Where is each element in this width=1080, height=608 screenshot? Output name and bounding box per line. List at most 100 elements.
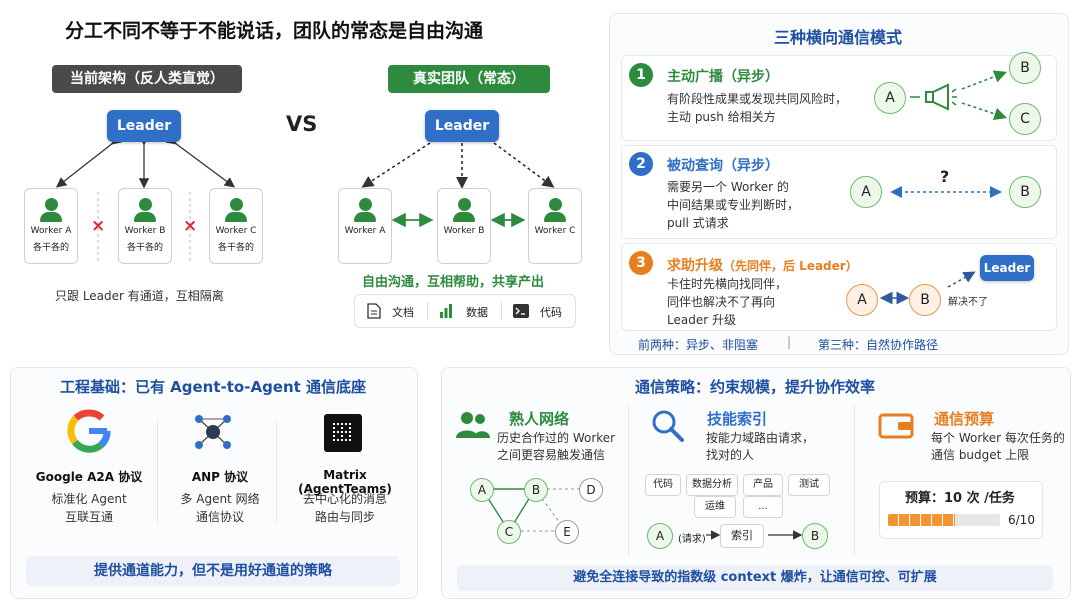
worker-name: Worker C bbox=[534, 226, 576, 236]
current-architecture-label: 当前架构（反人类直觉） bbox=[52, 65, 242, 93]
foundation-band: 提供通道能力，但不是用好通道的策略 bbox=[26, 556, 400, 586]
skill-tag-product: 产品 bbox=[743, 474, 783, 496]
route-index-box: 索引 bbox=[720, 524, 764, 548]
modes-footer-left: 前两种：异步、非阻塞 bbox=[638, 338, 759, 352]
mode-number-3: 3 bbox=[629, 251, 653, 275]
budget-label: 预算：10 次 /任务 bbox=[905, 491, 1015, 506]
worker-name: Worker A bbox=[30, 226, 72, 236]
node-b: B bbox=[909, 284, 941, 316]
artifact-doc: 文档 bbox=[392, 306, 414, 319]
query-connector bbox=[890, 186, 1002, 198]
real-team-label: 真实团队（常态） bbox=[388, 65, 550, 93]
mode-title-2: 被动查询（异步） bbox=[667, 158, 779, 174]
protocol-desc-a2a-1: 标准化 Agent bbox=[51, 492, 127, 506]
graph-node-c: C bbox=[497, 520, 521, 544]
person-icon bbox=[358, 198, 372, 211]
protocol-name-anp: ANP 协议 bbox=[191, 470, 249, 484]
person-icon bbox=[457, 198, 471, 211]
node-c: C bbox=[1009, 103, 1041, 135]
worker-status: 各干各的 bbox=[217, 243, 254, 253]
mode-card-broadcast bbox=[621, 55, 1057, 141]
protocol-desc-anp-2: 通信协议 bbox=[195, 510, 244, 524]
skill-tag-test: 测试 bbox=[788, 474, 830, 496]
skill-tag-code: 代码 bbox=[645, 474, 681, 496]
strategy-desc-budget-2: 通信 budget 上限 bbox=[931, 448, 1030, 462]
mode-desc-3-line1: 卡住时先横向找同伴， bbox=[667, 277, 788, 291]
foundation-title: 工程基础：已有 Agent-to-Agent 通信底座 bbox=[59, 378, 367, 396]
worker-name: Worker B bbox=[443, 226, 485, 236]
mode-desc-2-line2: 中间结果或专业判断时， bbox=[667, 198, 800, 212]
worker-status: 各干各的 bbox=[126, 243, 163, 253]
artifact-code: 代码 bbox=[540, 306, 562, 319]
worker-a-real: Worker A bbox=[338, 188, 392, 264]
worker-name: Worker A bbox=[344, 226, 386, 236]
worker-a-current: Worker A 各干各的 bbox=[24, 188, 78, 264]
node-b: B bbox=[1009, 176, 1041, 208]
node-a: A bbox=[850, 176, 882, 208]
mode-desc-3-line3: Leader 升级 bbox=[667, 313, 736, 327]
route-node-a: A bbox=[647, 523, 673, 549]
modes-title: 三种横向通信模式 bbox=[773, 28, 902, 47]
escalate-leader: Leader bbox=[980, 255, 1034, 281]
worker-name: Worker B bbox=[124, 226, 166, 236]
worker-c-current: Worker C 各干各的 bbox=[209, 188, 263, 264]
mode-desc-1-line2: 主动 push 给相关方 bbox=[667, 110, 776, 124]
document-icon bbox=[367, 303, 381, 319]
worker-c-real: Worker C bbox=[528, 188, 582, 264]
protocol-desc-a2a-2: 互联互通 bbox=[64, 510, 113, 524]
skill-tag-ops: 运维 bbox=[694, 496, 736, 518]
node-a: A bbox=[874, 82, 906, 114]
mode-desc-2-line3: pull 式请求 bbox=[667, 216, 729, 230]
protocol-desc-anp-1: 多 Agent 网络 bbox=[180, 492, 260, 506]
graph-node-a: A bbox=[470, 478, 494, 502]
protocol-desc-matrix-2: 路由与同步 bbox=[314, 510, 375, 524]
worker-b-real: Worker B bbox=[437, 188, 491, 264]
current-caption: 只跟 Leader 有通道，互相隔离 bbox=[55, 289, 224, 303]
mode-desc-3-line2: 同伴也解决不了再向 bbox=[667, 295, 776, 309]
mode-title-3-extra: （先同伴，后 Leader） bbox=[723, 259, 858, 273]
isolation-cross-icon: × bbox=[183, 216, 198, 236]
strategy-desc-skill-2: 找对的人 bbox=[706, 448, 755, 462]
skill-tag-data-analysis: 数据分析 bbox=[686, 474, 738, 496]
graph-node-b: B bbox=[524, 478, 548, 502]
graph-node-d: D bbox=[579, 478, 603, 502]
budget-progress-track bbox=[888, 514, 1000, 526]
strategy-title-budget: 通信预算 bbox=[934, 410, 995, 428]
node-a: A bbox=[846, 284, 878, 316]
mode-desc-2-line1: 需要另一个 Worker 的 bbox=[667, 180, 789, 194]
protocol-desc-matrix-1: 去中心化的消息 bbox=[302, 492, 387, 506]
route-arrows bbox=[706, 530, 803, 540]
worker-status: 各干各的 bbox=[32, 243, 69, 253]
node-b: B bbox=[1009, 52, 1041, 84]
terminal-icon bbox=[513, 304, 529, 318]
mode-title-1: 主动广播（异步） bbox=[667, 69, 779, 85]
vs-label: VS bbox=[286, 112, 318, 136]
mode-number-2: 2 bbox=[629, 152, 653, 176]
modes-footer-right: 第三种：自然协作路径 bbox=[818, 338, 939, 352]
budget-card bbox=[879, 481, 1043, 539]
artifact-data: 数据 bbox=[466, 306, 488, 319]
graph-node-e: E bbox=[555, 520, 579, 544]
artifact-bar: 文档 数据 代码 bbox=[354, 294, 576, 328]
real-caption: 自由沟通，互相帮助，共享产出 bbox=[362, 275, 545, 290]
person-icon bbox=[548, 198, 562, 211]
google-icon bbox=[67, 409, 111, 453]
leader-node-current: Leader bbox=[107, 110, 181, 142]
mode-desc-1-line1: 有阶段性成果或发现共同风险时， bbox=[667, 92, 848, 106]
strategy-title-acquaintance: 熟人网络 bbox=[509, 410, 570, 428]
page-title: 分工不同不等于不能说话，团队的常态是自由沟通 bbox=[65, 20, 484, 42]
strategy-desc-budget-1: 每个 Worker 每次任务的 bbox=[931, 431, 1065, 445]
person-icon bbox=[229, 198, 243, 211]
megaphone-icon bbox=[925, 83, 957, 111]
tree-connectors bbox=[55, 134, 555, 264]
budget-progress-fill bbox=[888, 514, 956, 526]
modes-footer-separator: | bbox=[787, 335, 792, 349]
route-node-b: B bbox=[802, 523, 828, 549]
strategy-desc-acquaintance-2: 之间更容易触发通信 bbox=[497, 448, 606, 462]
strategy-band: 避免全连接导致的指数级 context 爆炸，让通信可控、可扩展 bbox=[457, 565, 1053, 591]
mode-title-3: 求助升级（先同伴，后 Leader） bbox=[667, 258, 858, 274]
person-icon bbox=[44, 198, 58, 211]
unsolved-label: 解决不了 bbox=[948, 297, 988, 308]
strategy-title-skill: 技能索引 bbox=[707, 410, 768, 428]
strategy-desc-skill-1: 按能力域路由请求， bbox=[706, 431, 815, 445]
